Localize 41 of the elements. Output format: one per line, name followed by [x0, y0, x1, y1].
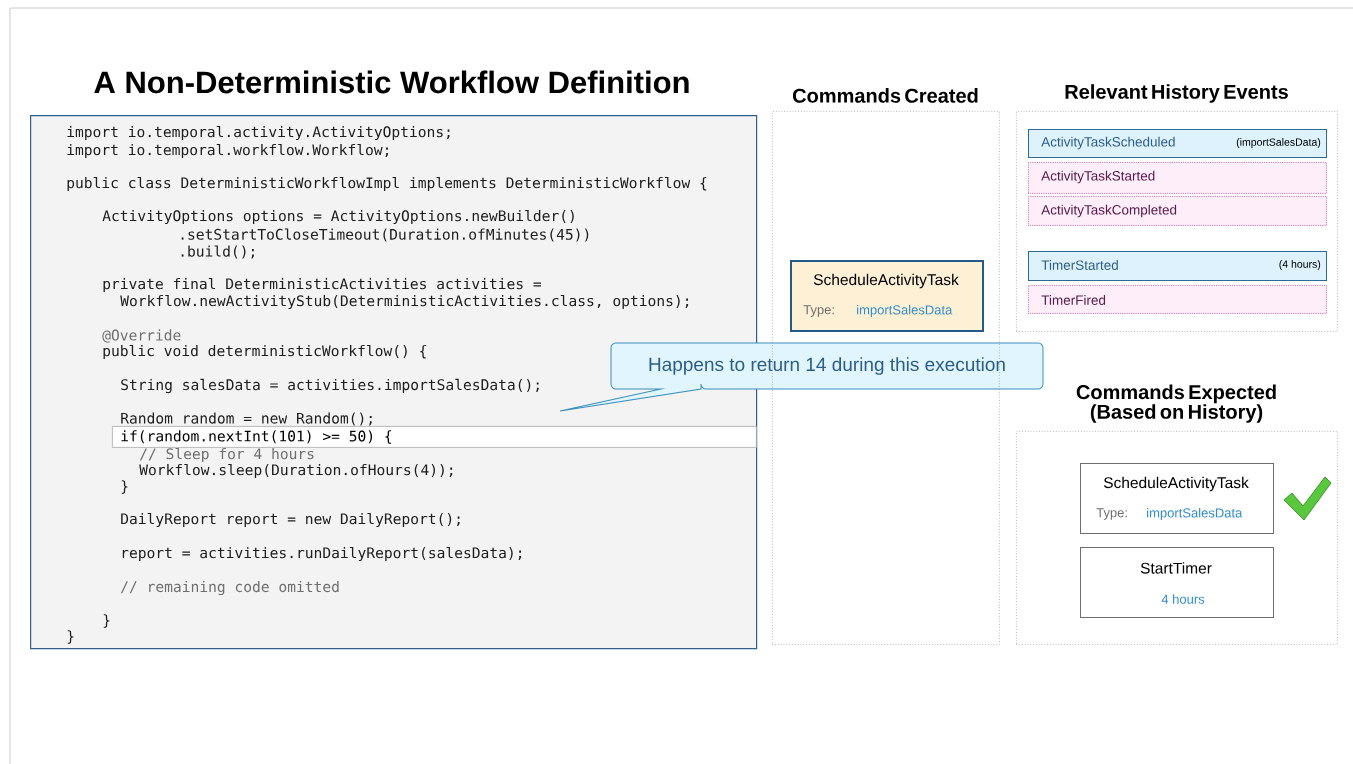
panel-heading: Relevant History Events	[1065, 84, 1288, 103]
event-name: ActivityTaskCompleted	[1041, 204, 1177, 218]
field-label: Type:	[1096, 508, 1127, 520]
code-line: // remaining code omitted	[120, 580, 339, 596]
title: A Non-Deterministic Workflow Definition	[94, 70, 689, 94]
code-line: Random random = new Random();	[121, 412, 372, 426]
callout-text: Happens to return 14 during this execution	[649, 357, 1005, 375]
event-name: ActivityTaskStarted	[1041, 170, 1155, 184]
field-value: 4 hours	[1161, 594, 1205, 604]
event-detail: (importSalesData)	[1236, 138, 1321, 148]
code-line: Workflow.sleep(Duration.ofHours(4));	[139, 463, 453, 479]
code-line: }	[67, 630, 74, 644]
command-name: StartTimer	[1140, 562, 1212, 574]
code-line: .build();	[181, 245, 254, 259]
panel-heading: Commands Expected (Based on History)	[1076, 384, 1276, 423]
code-line: Workflow.newActivityStub(DeterministicActivities.class, options);	[120, 294, 689, 310]
field-value: importSalesData	[1147, 507, 1243, 521]
code-line: public class DeterministicWorkflowImpl implements DeterministicWorkflow {	[67, 176, 707, 192]
code-line: report = activities.runDailyReport(salesData);	[122, 546, 522, 562]
code-line: import io.temporal.workflow.Workflow;	[67, 143, 388, 159]
code-line: public void deterministicWorkflow() {	[103, 344, 426, 360]
field-value: importSalesData	[857, 304, 953, 318]
command-name: ScheduleActivityTask	[1103, 476, 1249, 492]
command-name: ScheduleActivityTask	[813, 273, 959, 289]
event-name: TimerStarted	[1041, 260, 1118, 270]
code-line: ActivityOptions options = ActivityOptions.newBuilder()	[102, 209, 574, 225]
code-line: .setStartToCloseTimeout(Duration.ofMinutes(45))	[181, 228, 589, 242]
code-line: private final DeterministicActivities activities =	[103, 277, 542, 293]
code-line: }	[103, 614, 110, 628]
field-label: Type:	[803, 305, 834, 317]
panel-heading: Commands Created	[792, 88, 978, 103]
code-line: @Override	[102, 329, 181, 343]
code-line: import io.temporal.activity.ActivityOptions;	[67, 125, 450, 141]
code-line: DailyReport report = new DailyReport();	[121, 512, 460, 528]
code-line: }	[121, 480, 128, 494]
code-line: // Sleep for 4 hours	[139, 447, 314, 463]
event-name: ActivityTaskScheduled	[1041, 136, 1175, 150]
code-line: if(random.nextInt(101) >= 50) {	[121, 430, 392, 444]
event-name: TimerFired	[1041, 295, 1106, 305]
code-line: String salesData = activities.importSalesData();	[121, 378, 539, 394]
event-detail: (4 hours)	[1279, 260, 1321, 270]
